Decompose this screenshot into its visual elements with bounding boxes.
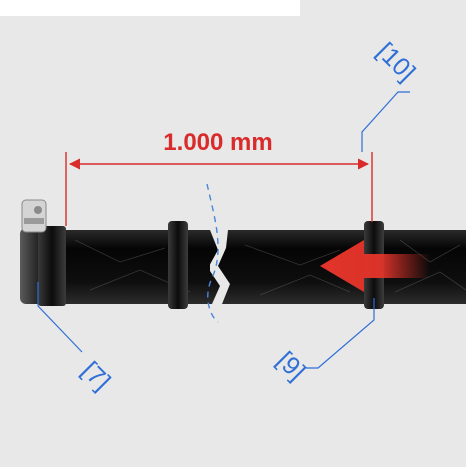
coupling-left — [20, 199, 66, 306]
hose-texture — [74, 239, 466, 296]
arrow-left-icon — [320, 240, 430, 292]
hose-break-edge-left — [200, 230, 220, 304]
break-line-icon — [206, 183, 219, 323]
dimension-marker — [65, 152, 373, 226]
dimension-label: 1.000 mm — [163, 129, 272, 156]
collar-middle — [168, 221, 188, 309]
